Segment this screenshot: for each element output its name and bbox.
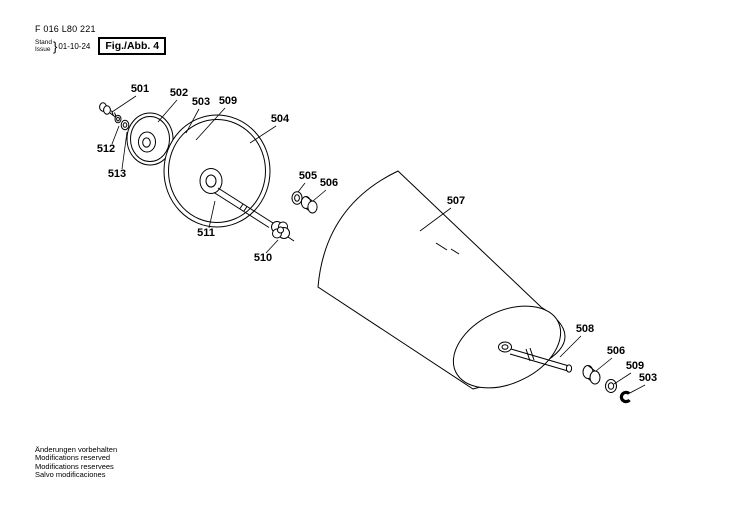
part-label-513-6: 513 [108,168,126,180]
document-number: F 016 L80 221 [35,24,96,34]
issue-row: Stand Issue } 01-10-24 Fig./Abb. 4 [35,37,167,55]
stand-issue-labels: Stand Issue [35,39,52,53]
part-washer-512 [114,114,122,124]
part-label-505-9: 505 [299,170,317,182]
part-washer-513 [120,119,130,131]
part-label-503-2: 503 [192,96,210,108]
part-shaft-508 [509,347,573,373]
part-washer-505 [291,191,303,205]
leader-line-509-3 [195,107,226,141]
issue-date: 01-10-24 [58,41,91,51]
leader-line-506-13 [595,357,613,372]
part-label-506-10: 506 [320,177,338,189]
part-label-507-11: 507 [447,195,465,207]
part-shaft-511 [213,187,274,228]
leader-line-501-0 [111,95,137,113]
leader-line-503-2 [185,108,200,134]
leader-line-507-11 [419,207,452,232]
part-disc-504 [163,114,271,228]
part-clip-503-rear [619,390,631,404]
leader-line-502-1 [157,99,178,123]
leader-line-513-6 [121,131,128,170]
notice-german: Änderungen vorbehalten [35,445,118,454]
notice-spanish: Salvo modificaciones [35,470,106,480]
leader-line-509-14 [613,372,632,385]
notice-french: Modifications reservees [35,461,114,471]
leader-line-508-12 [559,335,582,358]
part-label-510-8: 510 [254,252,272,264]
issue-label: Issue [35,46,51,53]
leader-line-503-15 [627,384,646,395]
part-label-512-5: 512 [97,143,115,155]
notice-english: Modifications reserved [35,453,111,463]
part-label-506-13: 506 [607,345,625,357]
header: F 016 L80 221 Stand Issue } 01-10-24 Fig… [35,24,167,55]
leader-line-504-4 [249,125,277,144]
part-label-509-3: 509 [219,95,237,107]
footer-notices: Änderungen vorbehalten Modifications res… [35,445,118,480]
leader-line-512-5 [111,125,120,145]
leader-line-506-10 [312,189,327,202]
part-bushing-506-rear [582,365,601,385]
part-drum-507 [317,170,566,390]
part-bushing-506-front [300,196,318,214]
part-spline-510 [271,221,295,242]
figure-label: Fig./Abb. 4 [98,37,167,55]
part-label-511-7: 511 [197,227,215,239]
part-label-504-4: 504 [271,113,290,125]
leader-line-511-7 [208,200,216,229]
part-label-501-0: 501 [131,83,149,95]
part-label-509-14: 509 [626,360,644,372]
leader-line-505-9 [297,182,306,193]
leader-line-510-8 [265,239,279,254]
stand-label: Stand [35,39,52,46]
part-washer-509-rear [605,379,617,393]
brace-glyph: } [53,38,58,54]
part-label-502-1: 502 [170,87,188,99]
part-label-503-15: 503 [639,372,657,384]
part-label-508-12: 508 [576,323,594,335]
